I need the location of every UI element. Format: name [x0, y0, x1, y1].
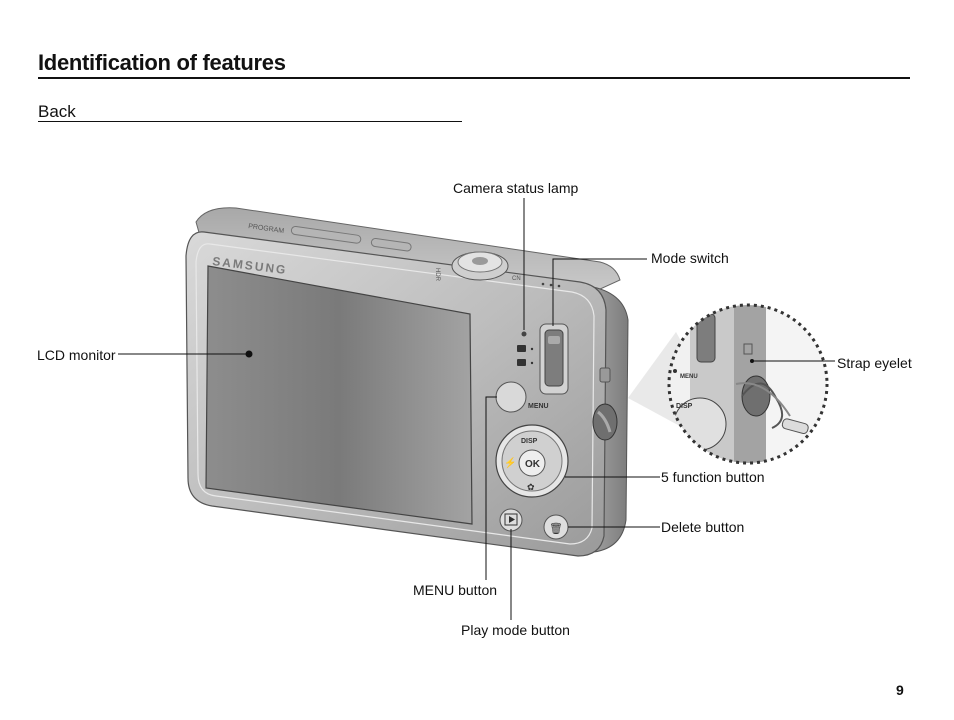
section-heading: Back	[38, 102, 76, 121]
menu-button-shape	[495, 381, 527, 413]
camera-mode-icon	[517, 345, 526, 352]
label-delete-button: Delete button	[661, 519, 745, 535]
ok-button-text: OK	[525, 459, 541, 470]
callout-lines	[118, 198, 835, 620]
lcd-callout-dot	[245, 350, 253, 358]
shutter-slot	[290, 226, 362, 244]
label-strap-eyelet: Strap eyelet	[837, 355, 912, 371]
label-lcd-monitor: LCD monitor	[37, 347, 116, 363]
label-camera-status-lamp: Camera status lamp	[453, 180, 579, 196]
title-rule	[38, 77, 910, 79]
movie-mode-icon	[517, 359, 526, 366]
lcd-screen	[205, 265, 473, 525]
label-menu-button: MENU button	[413, 582, 498, 598]
power-slot	[370, 238, 412, 252]
status-lamp	[521, 331, 527, 337]
label-five-function-button: 5 function button	[661, 469, 765, 485]
section-rule	[38, 121, 462, 122]
mode-switch-slider	[544, 329, 564, 387]
label-mode-switch: Mode switch	[651, 250, 729, 266]
svg-text:HDR: HDR	[434, 268, 440, 282]
svg-text:⚡: ⚡	[504, 456, 516, 469]
body-bevel	[195, 243, 595, 545]
svg-text:MENU: MENU	[680, 374, 698, 380]
menu-button-text: MENU	[528, 403, 549, 410]
strap-eyelet-zoom: DISP MENU	[669, 305, 827, 463]
svg-text:✿: ✿	[527, 482, 535, 492]
ok-button-shape	[518, 449, 546, 477]
svg-text:DISP: DISP	[676, 403, 693, 410]
page-number: 9	[896, 682, 904, 698]
svg-text:🗑: 🗑	[549, 522, 563, 535]
page-title: Identification of features	[38, 50, 286, 75]
disp-text: DISP	[521, 438, 538, 445]
svg-text:CN: CN	[512, 276, 521, 282]
label-play-mode-button: Play mode button	[461, 622, 570, 638]
camera-mode-text: PROGRAM	[248, 223, 285, 235]
